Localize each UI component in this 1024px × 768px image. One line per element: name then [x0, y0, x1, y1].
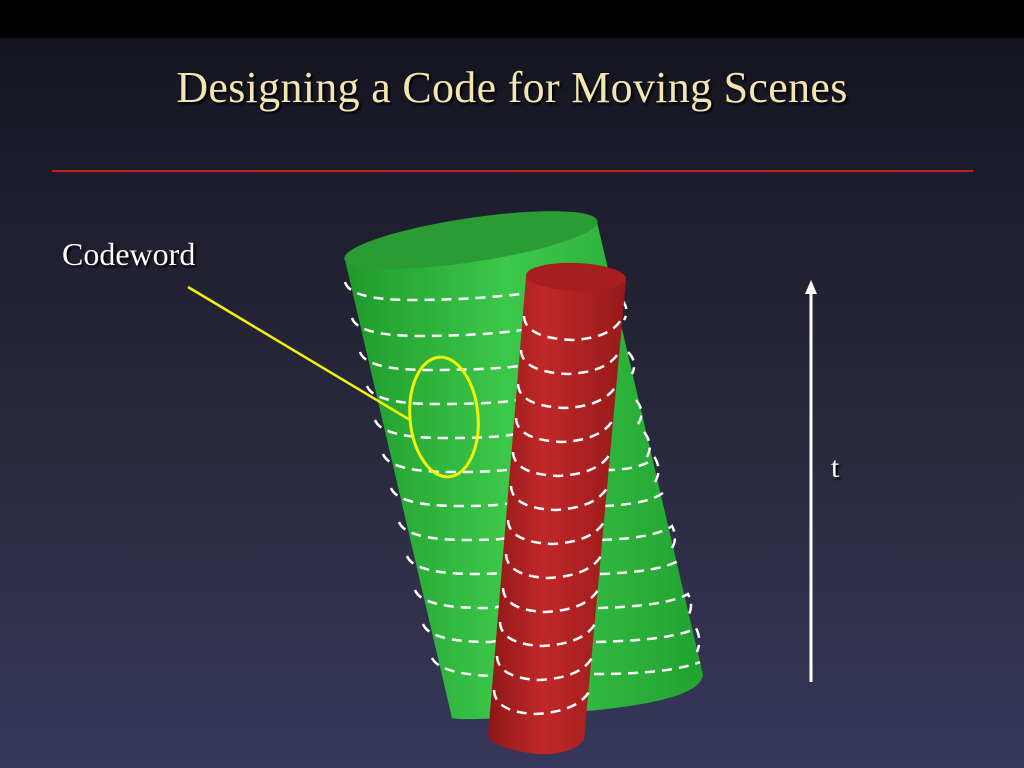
red-cylinder: [488, 262, 626, 755]
codeword-leader-line: [187, 285, 411, 422]
red-cylinder-top: [526, 262, 626, 292]
codeword-label: Codeword: [62, 236, 196, 272]
title-divider: [52, 170, 973, 172]
time-axis-arrow-icon: [805, 280, 817, 682]
time-axis-label: t: [831, 451, 840, 484]
green-cylinder-top: [344, 211, 598, 269]
red-time-slices: [492, 315, 624, 716]
red-cylinder-body: [488, 277, 626, 755]
green-time-slices: [343, 281, 701, 678]
slide-title: Designing a Code for Moving Scenes: [176, 63, 848, 112]
codeword-highlight-ellipse: [408, 355, 480, 479]
top-band: [0, 0, 1024, 38]
